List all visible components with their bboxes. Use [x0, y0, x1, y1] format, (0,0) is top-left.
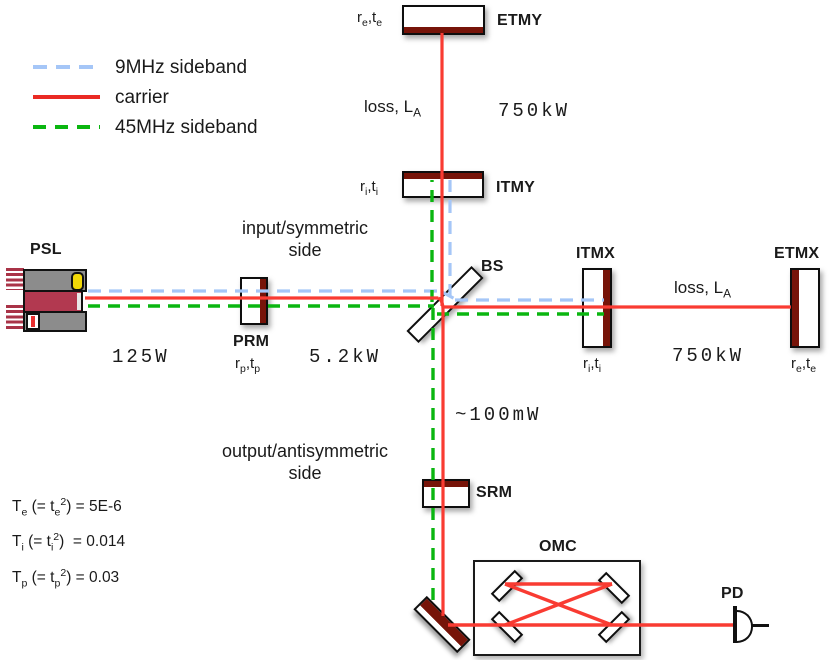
- power-recycling: 5.2kW: [309, 346, 382, 368]
- bs-label: BS: [481, 258, 504, 275]
- pd-face: [733, 606, 737, 643]
- psl-heatsink-top: [6, 268, 24, 290]
- etmx-mirror: [790, 268, 820, 348]
- loss-xarm-label: loss, LA: [674, 278, 732, 301]
- psl-label: PSL: [30, 241, 62, 258]
- omc-label: OMC: [539, 538, 577, 555]
- psl-indicator-red: [26, 313, 40, 330]
- etmx-rt-label: re,te: [791, 355, 817, 375]
- loss-yarm-label: loss, LA: [364, 97, 422, 120]
- equation-tp: Tp (= tp2) = 0.03: [12, 566, 120, 589]
- itmx-rt-label: ri,ti: [583, 355, 602, 375]
- etmx-label: ETMX: [774, 245, 820, 262]
- power-input: 125W: [112, 346, 170, 368]
- legend-swatch-carrier: [33, 95, 100, 99]
- psl-heatsink-bottom: [6, 305, 24, 331]
- input-side-line2: side: [288, 240, 322, 260]
- psl-indicator-red-bar: [31, 316, 35, 327]
- prm-mirror: [240, 277, 268, 325]
- power-yarm: 750kW: [498, 100, 571, 122]
- legend-label-carrier: carrier: [115, 87, 169, 108]
- equation-ti: Ti (= ti2) = 0.014: [12, 531, 126, 554]
- legend-swatch-45mhz: [33, 125, 100, 129]
- itmx-label: ITMX: [576, 245, 616, 262]
- output-side-annotation: output/antisymmetric side: [195, 440, 415, 484]
- input-side-annotation: input/symmetric side: [210, 217, 400, 261]
- etmy-rt-label: re,te: [357, 9, 383, 29]
- prm-label: PRM: [233, 333, 270, 350]
- prm-rt-label: rp,tp: [235, 355, 261, 375]
- etmy-label: ETMY: [497, 12, 543, 29]
- legend-label-9mhz: 9MHz sideband: [115, 57, 248, 78]
- transmissivity-equations: Te (= te2) = 5E-6 Ti (= ti2) = 0.014 Tp …: [12, 490, 125, 596]
- psl-output-window: [77, 293, 81, 310]
- output-side-line1: output/antisymmetric: [221, 441, 389, 461]
- input-side-line1: input/symmetric: [241, 218, 369, 238]
- prm-coating: [260, 279, 266, 323]
- etmx-coating: [792, 270, 799, 346]
- output-side-line2: side: [288, 463, 322, 483]
- etmy-coating: [404, 27, 483, 33]
- srm-mirror: [422, 479, 470, 508]
- power-xarm: 750kW: [672, 345, 745, 367]
- beam-carrier-output: [437, 296, 445, 616]
- beam-omc-diag2: [504, 582, 613, 627]
- power-antisymmetric: ~100mW: [455, 404, 542, 426]
- srm-label: SRM: [476, 484, 513, 501]
- omc-box: [473, 560, 641, 656]
- legend-label-45mhz: 45MHz sideband: [115, 117, 258, 138]
- psl-laser-body: [23, 290, 83, 313]
- pd-wire: [752, 624, 769, 627]
- pd-label: PD: [721, 585, 744, 602]
- psl-indicator-yellow: [71, 272, 84, 291]
- equation-te: Te (= te2) = 5E-6: [12, 496, 122, 519]
- srm-coating: [424, 481, 468, 487]
- itmy-label: ITMY: [496, 179, 536, 196]
- itmy-rt-label: ri,ti: [360, 178, 379, 198]
- legend-swatch-9mhz: [33, 65, 100, 69]
